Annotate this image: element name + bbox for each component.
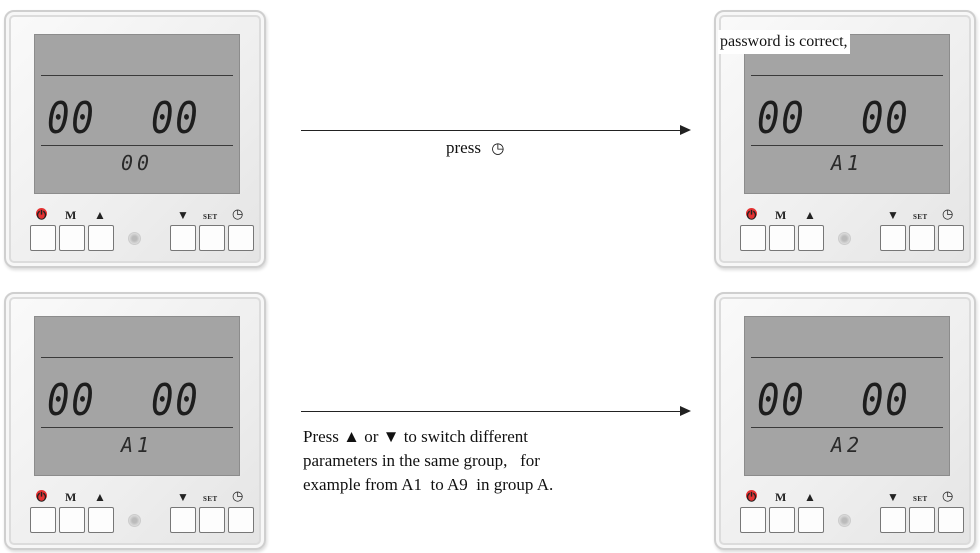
mode-label: M bbox=[775, 208, 787, 222]
lcd-divider bbox=[751, 357, 943, 358]
lcd-parameter-code: 00 bbox=[120, 151, 154, 175]
switch-caption-line: parameters in the same group, for bbox=[303, 451, 540, 470]
lcd-divider bbox=[751, 75, 943, 76]
lcd-left-digits: 00 bbox=[47, 93, 96, 144]
down-button[interactable] bbox=[170, 507, 196, 533]
lcd-divider bbox=[41, 357, 233, 358]
lcd-divider bbox=[41, 75, 233, 76]
set-button[interactable] bbox=[199, 507, 225, 533]
mode-label: M bbox=[775, 490, 787, 504]
controller-panel-bottom-left: 00 00 A1 ⏻ M ▲ ▼ SET ◷ bbox=[4, 292, 266, 550]
mode-button[interactable] bbox=[769, 507, 795, 533]
clock-button[interactable] bbox=[938, 225, 964, 251]
sensor-dot bbox=[128, 232, 141, 245]
lcd-right-digits: 00 bbox=[861, 375, 910, 426]
lcd-screen: 00 00 00 bbox=[34, 34, 240, 194]
down-arrow-icon: ▼ bbox=[887, 490, 899, 504]
lcd-parameter-code: A2 bbox=[830, 433, 864, 457]
lcd-parameter-code: A1 bbox=[830, 151, 864, 175]
lcd-right-digits: 00 bbox=[151, 93, 200, 144]
up-arrow-icon: ▲ bbox=[804, 208, 816, 222]
switch-caption: Press ▲ or ▼ to switch different paramet… bbox=[303, 425, 553, 497]
lcd-divider bbox=[41, 145, 233, 146]
down-arrow-icon: ▼ bbox=[177, 490, 189, 504]
clock-button[interactable] bbox=[938, 507, 964, 533]
clock-icon: ◷ bbox=[232, 206, 244, 221]
switch-caption-line: Press ▲ or ▼ to switch different bbox=[303, 427, 529, 446]
button-labels: ⏻ M ▲ ▼ SET ◷ bbox=[746, 206, 954, 222]
up-arrow-icon: ▲ bbox=[94, 208, 106, 222]
down-button[interactable] bbox=[880, 507, 906, 533]
lcd-screen: 00 00 A2 bbox=[744, 316, 950, 476]
down-button[interactable] bbox=[880, 225, 906, 251]
clock-button[interactable] bbox=[228, 225, 254, 251]
power-button[interactable] bbox=[740, 225, 766, 251]
clock-icon: ◷ bbox=[942, 488, 954, 503]
lcd-divider bbox=[751, 427, 943, 428]
switch-caption-line: example from A1 to A9 in group A. bbox=[303, 475, 554, 494]
flow-arrow-top bbox=[301, 125, 691, 135]
down-arrow-icon: ▼ bbox=[887, 208, 899, 222]
set-label: SET bbox=[913, 213, 928, 221]
sensor-dot bbox=[128, 514, 141, 527]
sensor-dot bbox=[838, 232, 851, 245]
mode-button[interactable] bbox=[769, 225, 795, 251]
lcd-left-digits: 00 bbox=[757, 375, 806, 426]
set-label: SET bbox=[913, 495, 928, 503]
lcd-screen: 00 00 A1 bbox=[34, 316, 240, 476]
password-caption: password is correct, bbox=[718, 30, 850, 54]
sensor-dot bbox=[838, 514, 851, 527]
lcd-right-digits: 00 bbox=[151, 375, 200, 426]
button-labels: ⏻ M ▲ ▼ SET ◷ bbox=[36, 206, 244, 222]
up-button[interactable] bbox=[798, 507, 824, 533]
set-label: SET bbox=[203, 213, 218, 221]
lcd-left-digits: 00 bbox=[757, 93, 806, 144]
controller-panel-top-left: 00 00 00 ⏻ M ▲ ▼ SET ◷ bbox=[4, 10, 266, 268]
up-button[interactable] bbox=[88, 225, 114, 251]
set-button[interactable] bbox=[909, 225, 935, 251]
lcd-right-digits: 00 bbox=[861, 93, 910, 144]
press-text: press bbox=[446, 138, 481, 157]
up-arrow-icon: ▲ bbox=[94, 490, 106, 504]
button-labels: ⏻ M ▲ ▼ SET ◷ bbox=[746, 488, 954, 504]
clock-button[interactable] bbox=[228, 507, 254, 533]
lcd-divider bbox=[41, 427, 233, 428]
lcd-left-digits: 00 bbox=[47, 375, 96, 426]
set-label: SET bbox=[203, 495, 218, 503]
clock-icon: ◷ bbox=[232, 488, 244, 503]
power-button[interactable] bbox=[30, 507, 56, 533]
lcd-parameter-code: A1 bbox=[120, 433, 154, 457]
set-button[interactable] bbox=[909, 507, 935, 533]
set-button[interactable] bbox=[199, 225, 225, 251]
controller-panel-top-right: 00 00 A1 ⏻ M ▲ ▼ SET ◷ bbox=[714, 10, 976, 268]
down-button[interactable] bbox=[170, 225, 196, 251]
press-caption: press ◷ bbox=[446, 136, 504, 161]
clock-icon: ◷ bbox=[942, 206, 954, 221]
controller-panel-bottom-right: 00 00 A2 ⏻ M ▲ ▼ SET ◷ bbox=[714, 292, 976, 550]
up-button[interactable] bbox=[798, 225, 824, 251]
flow-arrow-bottom bbox=[301, 406, 691, 416]
lcd-divider bbox=[751, 145, 943, 146]
power-button[interactable] bbox=[740, 507, 766, 533]
power-button[interactable] bbox=[30, 225, 56, 251]
up-button[interactable] bbox=[88, 507, 114, 533]
mode-label: M bbox=[65, 490, 77, 504]
mode-button[interactable] bbox=[59, 507, 85, 533]
mode-label: M bbox=[65, 208, 77, 222]
up-arrow-icon: ▲ bbox=[804, 490, 816, 504]
lcd-screen: 00 00 A1 bbox=[744, 34, 950, 194]
mode-button[interactable] bbox=[59, 225, 85, 251]
down-arrow-icon: ▼ bbox=[177, 208, 189, 222]
button-labels: ⏻ M ▲ ▼ SET ◷ bbox=[36, 488, 244, 504]
clock-icon: ◷ bbox=[491, 141, 505, 157]
